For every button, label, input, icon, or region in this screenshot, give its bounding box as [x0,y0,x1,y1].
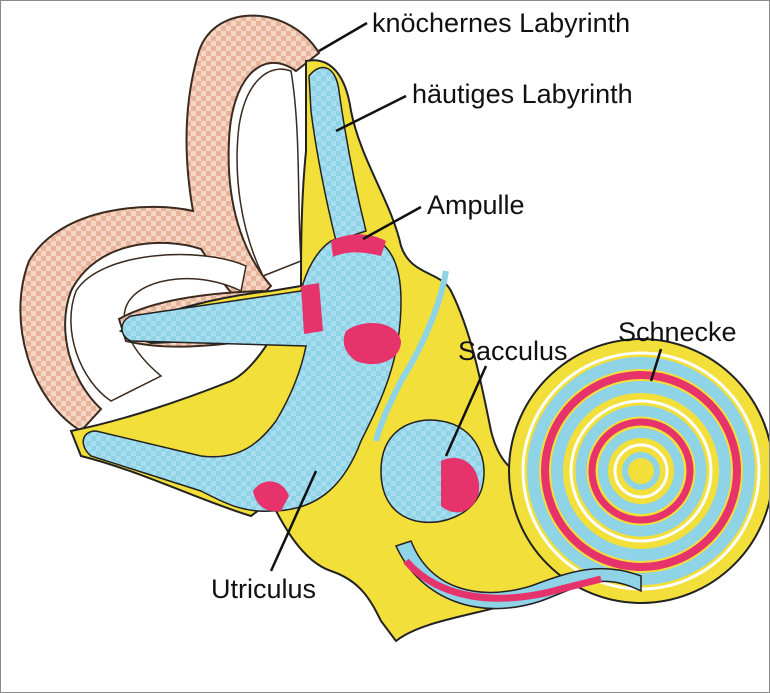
leader-utriculus [269,470,318,572]
leader-sacculus [444,365,488,457]
endolymphatic-duct [373,270,449,442]
label-utriculus: Utriculus [211,574,317,604]
label-bony-labyrinth: knöchernes Labyrinth [372,8,631,38]
membranous-upper-duct [308,66,367,242]
leader-ampulla [362,205,422,241]
leader-membranous [335,94,407,133]
canal-lumen-upper [236,68,302,277]
cochlea [508,338,769,604]
ampulla-crista-upper [331,234,386,257]
canal-lumen-lower [70,253,247,402]
ampulla-crista-posterior [253,481,289,512]
label-cochlea: Schnecke [618,317,737,347]
label-sacculus: Sacculus [458,336,568,366]
leader-bony [318,21,368,53]
macula-utriculi [343,322,401,365]
cochlear-duct-sensory [403,558,602,602]
ampulla-crista-lateral [301,283,323,334]
leader-cochlea [649,348,663,382]
macula-sacculi [441,457,480,513]
superior-canal [19,14,321,433]
sensory-areas [253,234,480,513]
label-membranous-labyrinth: häutiges Labyrinth [412,79,633,109]
label-ampulla: Ampulle [427,190,525,220]
leader-lines [269,21,663,572]
